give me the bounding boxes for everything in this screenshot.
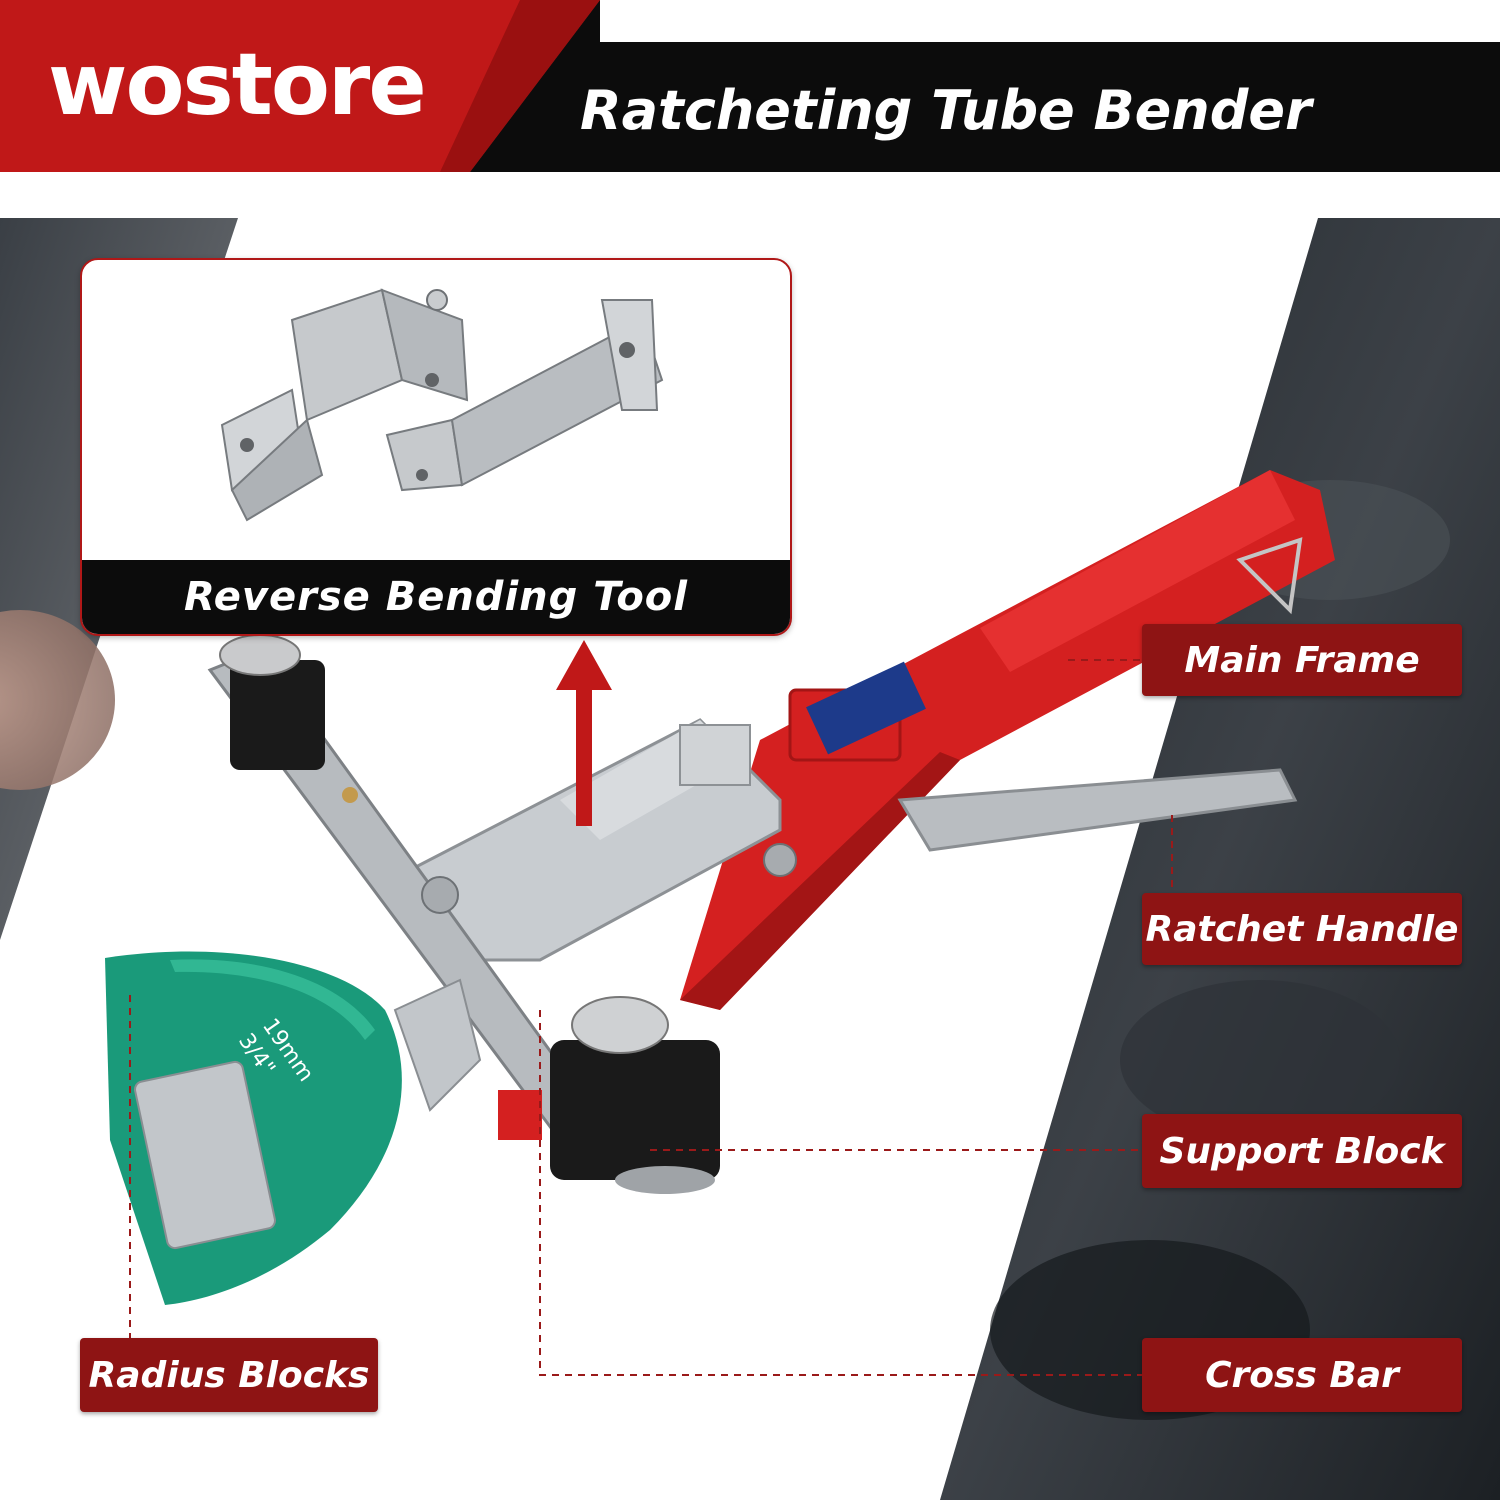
- brand-logo: wostore: [48, 30, 427, 140]
- radius-block-shape: 19mm 3/4": [105, 951, 482, 1305]
- arrow-up-icon: [556, 640, 612, 826]
- callout-support-block: Support Block: [1142, 1114, 1462, 1188]
- callout-cross-bar: Cross Bar: [1142, 1338, 1462, 1412]
- bracket-left: [220, 288, 469, 522]
- callout-radius-blocks: Radius Blocks: [80, 1338, 378, 1412]
- main-frame-shape: [680, 470, 1335, 1010]
- reverse-bending-tool-inset: Reverse Bending Tool: [80, 258, 792, 636]
- header-band: [0, 0, 1500, 172]
- inset-caption: Reverse Bending Tool: [82, 560, 790, 634]
- brand-name: wostore: [48, 35, 427, 135]
- page-title: Ratcheting Tube Bender: [580, 78, 1312, 142]
- callout-ratchet-handle: Ratchet Handle: [1142, 893, 1462, 965]
- bracket-right: [385, 299, 664, 492]
- callout-main-frame: Main Frame: [1142, 624, 1462, 696]
- leader-cross-bar: [539, 1010, 1142, 1376]
- reverse-bending-tool-image: [220, 288, 664, 522]
